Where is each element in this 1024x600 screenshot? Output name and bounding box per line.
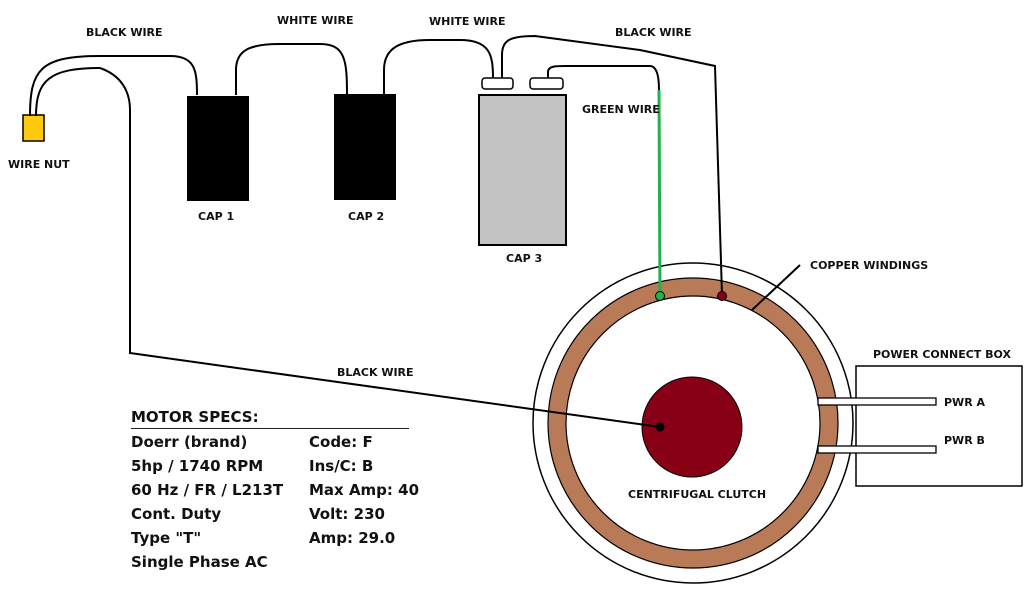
cap-3: [478, 94, 567, 246]
spec-amp: Amp: 29.0: [309, 529, 396, 547]
cap-2: [334, 94, 396, 200]
black-wire-nut-to-clutch: [99, 67, 661, 428]
label-power-connect-box: POWER CONNECT BOX: [873, 348, 1011, 361]
power-connect-box: [855, 365, 1023, 487]
copper-windings-leader: [751, 264, 801, 311]
label-cap1: CAP 1: [198, 210, 234, 223]
green-wire-cap3-connector: [547, 65, 660, 91]
label-wire-nut: WIRE NUT: [8, 158, 70, 171]
pwr-a-terminal: [817, 397, 937, 406]
clutch-terminal-dot: [655, 422, 665, 432]
spec-brand: Doerr (brand): [131, 433, 248, 451]
label-black-wire-bottom: BLACK WIRE: [337, 366, 414, 379]
motor-specs-title: MOTOR SPECS:: [131, 408, 259, 426]
label-white-wire-2: WHITE WIRE: [429, 15, 506, 28]
cap-3-terminal-left: [481, 77, 514, 90]
motor-specs-right-column: Code: F Ins/C: B Max Amp: 40 Volt: 230 A…: [309, 430, 419, 550]
black-wire-terminal-dot: [717, 291, 727, 301]
copper-windings: [548, 278, 838, 568]
label-black-wire-top-right: BLACK WIRE: [615, 26, 692, 39]
motor-specs-left-column: Doerr (brand) 5hp / 1740 RPM 60 Hz / FR …: [131, 430, 283, 574]
label-copper-windings: COPPER WINDINGS: [810, 259, 928, 272]
black-wire-nut-inner: [35, 67, 101, 117]
centrifugal-clutch: [641, 376, 743, 478]
spec-code: Code: F: [309, 433, 373, 451]
spec-duty: Cont. Duty: [131, 505, 222, 523]
cap-1: [187, 96, 249, 201]
label-centrifugal-clutch: CENTRIFUGAL CLUTCH: [628, 488, 766, 501]
motor-outer-ring: [532, 262, 854, 584]
green-wire: [657, 89, 662, 297]
label-pwr-b: PWR B: [944, 434, 985, 447]
spec-max-amp: Max Amp: 40: [309, 481, 420, 499]
spec-volt: Volt: 230: [309, 505, 385, 523]
pwr-b-terminal: [817, 445, 937, 454]
label-cap3: CAP 3: [506, 252, 542, 265]
label-white-wire-1: WHITE WIRE: [277, 14, 354, 27]
label-black-wire-top-left: BLACK WIRE: [86, 26, 163, 39]
spec-type: Type "T": [131, 529, 202, 547]
wire-nut: [22, 114, 45, 142]
copper-windings-outer-edge: [547, 277, 839, 569]
white-wire-cap1-to-cap2: [235, 43, 348, 95]
black-wire-cap3-to-windings: [501, 34, 723, 296]
label-pwr-a: PWR A: [944, 396, 985, 409]
green-wire-terminal-dot: [655, 291, 665, 301]
spec-phase: Single Phase AC: [131, 553, 268, 571]
label-cap2: CAP 2: [348, 210, 384, 223]
black-wire-nut-to-cap1: [29, 55, 198, 117]
spec-power: 5hp / 1740 RPM: [131, 457, 264, 475]
motor-specs-divider: [131, 428, 409, 429]
spec-frequency: 60 Hz / FR / L213T: [131, 481, 284, 499]
spec-insulation: Ins/C: B: [309, 457, 374, 475]
label-green-wire: GREEN WIRE: [582, 103, 660, 116]
copper-windings-inner-edge: [565, 295, 821, 551]
cap-3-terminal-right: [529, 77, 564, 90]
white-wire-cap2-to-cap3: [383, 39, 494, 94]
